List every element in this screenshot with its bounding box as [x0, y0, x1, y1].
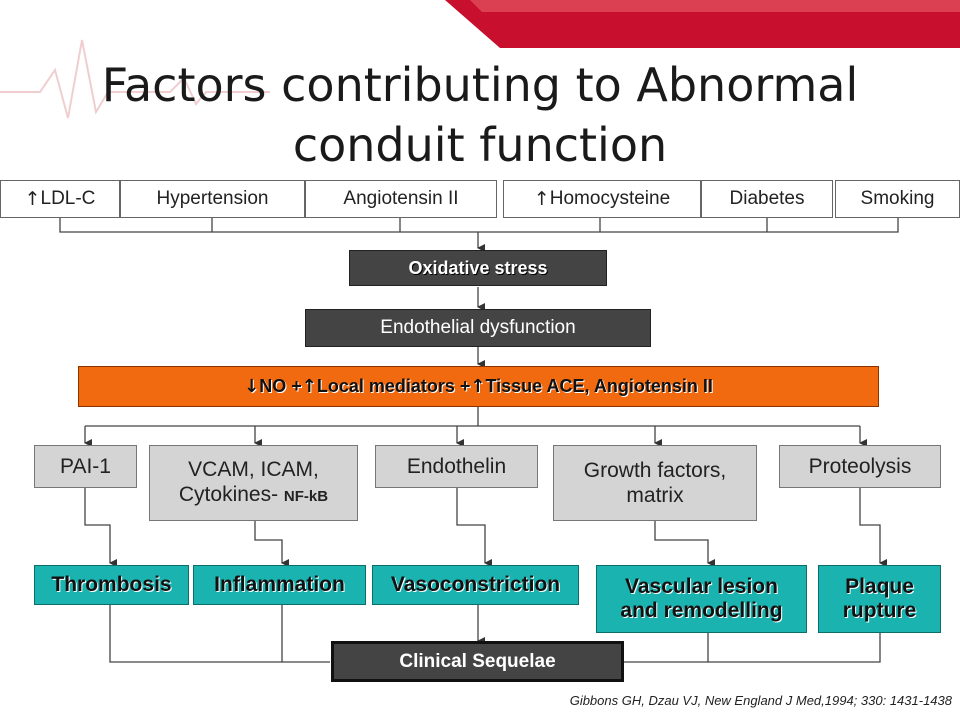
outcome-thrombosis: Thrombosis — [34, 565, 189, 605]
risk-factor-ldl-label: LDL-C — [40, 188, 96, 209]
outcome-inflammation-label: Inflammation — [214, 573, 345, 596]
effect-proteolysis-label: Proteolysis — [808, 455, 912, 478]
endothelial-dysfunction-box: Endothelial dysfunction — [305, 309, 651, 347]
mediators-local-label: Local mediators + — [316, 376, 471, 396]
risk-factor-homocysteine-label: Homocysteine — [549, 188, 671, 209]
risk-factor-angiotensin: Angiotensin II — [305, 180, 497, 218]
mediators-box: ↓ NO + ↑ Local mediators + ↑ Tissue ACE,… — [78, 366, 879, 407]
effect-endothelin-label: Endothelin — [406, 455, 507, 478]
effect-growth-line1: Growth factors, — [583, 459, 727, 482]
risk-factor-hypertension: Hypertension — [120, 180, 305, 218]
risk-factor-smoking-label: Smoking — [860, 188, 935, 209]
risk-factor-hypertension-label: Hypertension — [156, 188, 269, 209]
outcome-vasoconstriction: Vasoconstriction — [372, 565, 579, 605]
outcome-vascular-lesion: Vascular lesion and remodelling — [596, 565, 807, 633]
effect-growth-factors: Growth factors, matrix — [553, 445, 757, 521]
effect-proteolysis: Proteolysis — [779, 445, 941, 488]
effect-vcam-line1: VCAM, ICAM, — [188, 458, 319, 481]
ecg-trace-decoration — [0, 39, 270, 119]
risk-factor-smoking: Smoking — [835, 180, 960, 218]
outcome-vascular-line1: Vascular lesion — [625, 575, 778, 598]
outcome-plaque-line1: Plaque — [845, 575, 914, 598]
mediators-ace-label: Tissue ACE, Angiotensin II — [485, 376, 713, 396]
endothelial-dysfunction-label: Endothelial dysfunction — [380, 317, 576, 338]
clinical-sequelae-box: Clinical Sequelae — [331, 641, 624, 682]
outcome-inflammation: Inflammation — [193, 565, 366, 605]
oxidative-stress-box: Oxidative stress — [349, 250, 607, 286]
up-arrow-icon: ↑ — [470, 376, 486, 397]
up-arrow-icon: ↑ — [301, 376, 317, 397]
effect-pai1: PAI-1 — [34, 445, 137, 488]
slide-title: Factors contributing to Abnormal conduit… — [101, 57, 859, 172]
effect-vcam-line2: Cytokines- NF-kB — [179, 482, 328, 509]
risk-factor-ldl: ↑LDL-C — [0, 180, 120, 218]
down-arrow-icon: ↓ — [244, 376, 260, 397]
citation: Gibbons GH, Dzau VJ, New England J Med,1… — [569, 693, 952, 708]
outcome-vasoconstriction-label: Vasoconstriction — [390, 573, 561, 596]
risk-factor-angiotensin-label: Angiotensin II — [343, 188, 459, 209]
risk-factor-diabetes-label: Diabetes — [729, 188, 805, 209]
outcome-plaque-line2: rupture — [842, 599, 917, 622]
risk-factor-diabetes: Diabetes — [701, 180, 833, 218]
effect-vcam-icam: VCAM, ICAM, Cytokines- NF-kB — [149, 445, 358, 521]
effect-endothelin: Endothelin — [375, 445, 538, 488]
effect-growth-line2: matrix — [626, 484, 684, 507]
clinical-sequelae-label: Clinical Sequelae — [399, 650, 556, 672]
effect-cytokines-label: Cytokines- — [178, 483, 284, 506]
outcome-vascular-line2: and remodelling — [620, 599, 783, 622]
outcome-plaque-rupture: Plaque rupture — [818, 565, 941, 633]
mediators-no-label: NO + — [259, 376, 302, 396]
red-banner-light-stripe — [470, 0, 960, 12]
effect-nfkb-label: NF-kB — [283, 488, 329, 505]
outcome-thrombosis-label: Thrombosis — [51, 573, 172, 596]
oxidative-stress-label: Oxidative stress — [408, 257, 548, 278]
up-arrow-icon: ↑ — [24, 188, 41, 210]
effect-pai1-label: PAI-1 — [60, 455, 111, 478]
risk-factor-homocysteine: ↑Homocysteine — [503, 180, 701, 218]
up-arrow-icon: ↑ — [533, 188, 550, 210]
